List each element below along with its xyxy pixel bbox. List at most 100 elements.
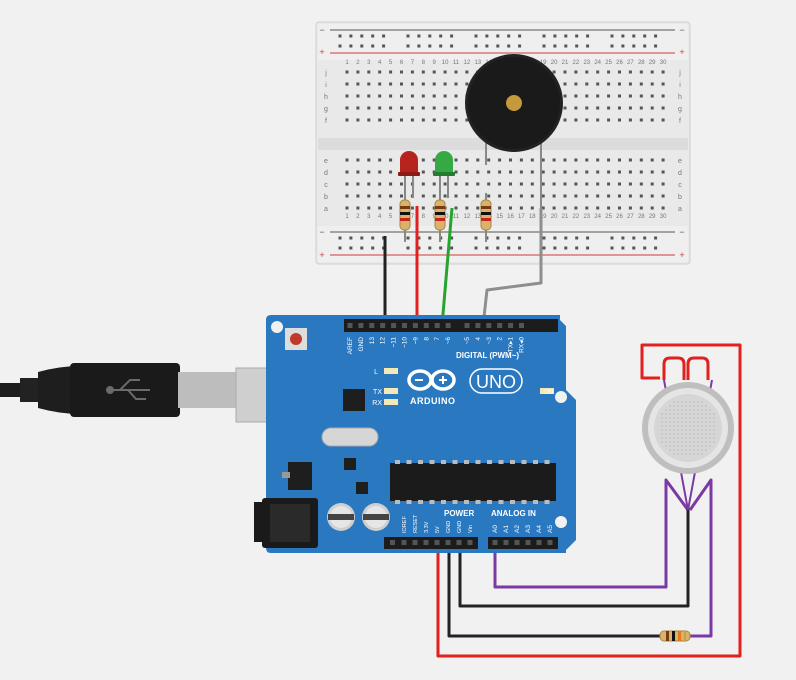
breadboard-hole[interactable] [552, 158, 556, 162]
rail-hole[interactable] [654, 246, 658, 250]
breadboard-hole[interactable] [661, 170, 665, 174]
breadboard-hole[interactable] [574, 182, 578, 186]
rail-hole[interactable] [360, 44, 364, 48]
digital-pin-RX0[interactable] [519, 323, 524, 328]
breadboard-hole[interactable] [574, 70, 578, 74]
breadboard-hole[interactable] [639, 94, 643, 98]
breadboard-hole[interactable] [400, 182, 403, 186]
breadboard-hole[interactable] [574, 94, 578, 98]
breadboard-hole[interactable] [465, 118, 469, 122]
breadboard-hole[interactable] [454, 82, 458, 86]
rail-hole[interactable] [564, 236, 568, 240]
rail-hole[interactable] [564, 44, 568, 48]
rail-hole[interactable] [439, 34, 443, 38]
breadboard-hole[interactable] [661, 106, 665, 110]
breadboard-hole[interactable] [628, 106, 632, 110]
breadboard-hole[interactable] [628, 206, 632, 210]
breadboard-hole[interactable] [552, 182, 556, 186]
breadboard-hole[interactable] [443, 182, 447, 186]
analog-pin-A4[interactable] [536, 540, 542, 545]
breadboard-hole[interactable] [345, 194, 349, 198]
digital-pin-6[interactable] [445, 323, 451, 328]
breadboard-hole[interactable] [639, 182, 643, 186]
rail-hole[interactable] [507, 34, 511, 38]
breadboard-hole[interactable] [367, 158, 371, 162]
breadboard-hole[interactable] [574, 158, 578, 162]
breadboard-hole[interactable] [389, 118, 393, 122]
breadboard-hole[interactable] [498, 158, 502, 162]
breadboard-hole[interactable] [443, 82, 447, 86]
breadboard-hole[interactable] [345, 94, 349, 98]
rail-hole[interactable] [371, 34, 375, 38]
breadboard-hole[interactable] [607, 94, 611, 98]
breadboard-hole[interactable] [530, 170, 534, 174]
breadboard-hole[interactable] [585, 118, 589, 122]
digital-pin-4[interactable] [475, 323, 481, 328]
breadboard-hole[interactable] [400, 106, 403, 110]
rail-hole[interactable] [610, 236, 614, 240]
breadboard-hole[interactable] [618, 182, 621, 186]
breadboard-hole[interactable] [563, 106, 567, 110]
breadboard-hole[interactable] [607, 82, 611, 86]
breadboard-hole[interactable] [509, 182, 512, 186]
breadboard-hole[interactable] [465, 206, 469, 210]
rail-hole[interactable] [485, 34, 489, 38]
breadboard-hole[interactable] [345, 158, 349, 162]
breadboard-hole[interactable] [661, 70, 665, 74]
breadboard-hole[interactable] [509, 206, 512, 210]
breadboard-hole[interactable] [345, 106, 349, 110]
usb-cable[interactable] [0, 363, 287, 423]
breadboard-hole[interactable] [410, 82, 414, 86]
breadboard-hole[interactable] [650, 194, 654, 198]
rail-hole[interactable] [406, 34, 410, 38]
breadboard-hole[interactable] [628, 70, 632, 74]
breadboard-hole[interactable] [443, 106, 447, 110]
breadboard-hole[interactable] [356, 194, 360, 198]
breadboard-hole[interactable] [378, 206, 382, 210]
breadboard-hole[interactable] [400, 194, 403, 198]
breadboard-hole[interactable] [476, 206, 480, 210]
breadboard-hole[interactable] [628, 82, 632, 86]
rail-hole[interactable] [496, 44, 500, 48]
sensor-resistor[interactable] [659, 630, 691, 642]
breadboard-hole[interactable] [585, 106, 589, 110]
breadboard-hole[interactable] [378, 158, 382, 162]
breadboard-hole[interactable] [618, 106, 621, 110]
breadboard-hole[interactable] [421, 70, 425, 74]
green-led[interactable] [433, 151, 455, 198]
breadboard-hole[interactable] [367, 82, 371, 86]
digital-pin-GND[interactable] [358, 323, 364, 328]
power-pin[interactable] [412, 540, 418, 545]
breadboard-hole[interactable] [465, 194, 469, 198]
breadboard-hole[interactable] [563, 170, 567, 174]
breadboard-hole[interactable] [498, 170, 502, 174]
breadboard-hole[interactable] [356, 170, 360, 174]
breadboard-hole[interactable] [639, 170, 643, 174]
breadboard-hole[interactable] [367, 170, 371, 174]
breadboard-hole[interactable] [454, 118, 458, 122]
arduino-board[interactable]: L TX RX ON [254, 315, 576, 553]
breadboard-hole[interactable] [563, 82, 567, 86]
breadboard-hole[interactable] [378, 70, 382, 74]
rail-hole[interactable] [632, 236, 636, 240]
breadboard-hole[interactable] [410, 94, 414, 98]
rail-hole[interactable] [474, 246, 478, 250]
breadboard-hole[interactable] [367, 106, 371, 110]
power-pin[interactable] [445, 540, 451, 545]
rail-hole[interactable] [428, 246, 432, 250]
breadboard-hole[interactable] [607, 194, 611, 198]
breadboard-hole[interactable] [607, 106, 611, 110]
rail-hole[interactable] [643, 246, 647, 250]
rail-hole[interactable] [406, 44, 410, 48]
rail-hole[interactable] [643, 44, 647, 48]
breadboard-hole[interactable] [661, 182, 665, 186]
breadboard-hole[interactable] [596, 106, 600, 110]
power-pin[interactable] [456, 540, 462, 545]
rail-hole[interactable] [450, 44, 454, 48]
breadboard-hole[interactable] [421, 194, 425, 198]
rail-hole[interactable] [349, 246, 353, 250]
breadboard-hole[interactable] [563, 70, 567, 74]
breadboard-hole[interactable] [618, 70, 621, 74]
rail-hole[interactable] [360, 246, 364, 250]
breadboard-hole[interactable] [509, 194, 512, 198]
